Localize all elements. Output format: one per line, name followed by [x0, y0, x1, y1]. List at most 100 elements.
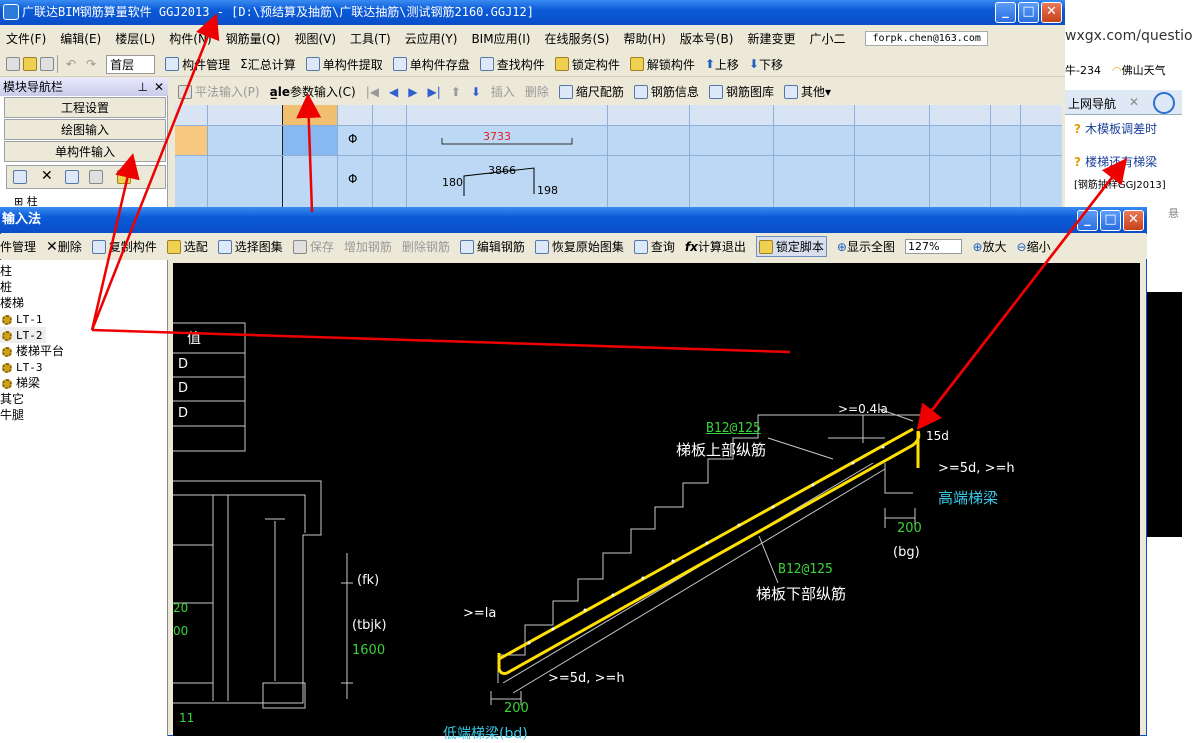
close-button[interactable]: ✕: [1041, 2, 1062, 23]
menu-help[interactable]: 帮助(H): [623, 32, 666, 46]
minimize-button[interactable]: _: [995, 2, 1016, 23]
folder-icon[interactable]: [117, 170, 131, 184]
calc-exit-button[interactable]: fx 计算退出: [684, 239, 746, 255]
tree-node-stairs[interactable]: 楼梯: [0, 296, 25, 310]
tree-node-pile[interactable]: 桩: [0, 280, 13, 294]
nav-single-component-input[interactable]: 单构件输入: [4, 141, 166, 162]
show-all-button[interactable]: ⊕ 显示全图: [836, 239, 895, 255]
summary-calc-button[interactable]: Σ 汇总计算: [240, 57, 296, 72]
undo-icon[interactable]: ↶: [66, 57, 77, 71]
query-button[interactable]: 查询: [633, 238, 675, 255]
question-link-1[interactable]: ? 木模板调差时: [1074, 122, 1158, 136]
browser-tag[interactable]: 牛-234: [1065, 64, 1101, 77]
menu-new-change[interactable]: 新建变更: [747, 32, 796, 46]
menu-bim[interactable]: BIM应用(I): [471, 32, 531, 46]
question-link-2[interactable]: ? 楼梯还有梯梁: [1074, 155, 1158, 169]
value-00[interactable]: 00: [173, 624, 189, 638]
tree-node-column[interactable]: 柱: [0, 264, 13, 278]
new-file-icon[interactable]: [6, 57, 20, 71]
dialog-minimize-button[interactable]: _: [1077, 210, 1098, 231]
last-record-icon[interactable]: ▶|: [427, 84, 441, 99]
delete-icon[interactable]: ✕: [41, 168, 53, 184]
floor-select[interactable]: 首层: [106, 54, 156, 74]
paste-icon[interactable]: [89, 170, 103, 184]
find-component-button[interactable]: 查找构件: [479, 56, 545, 73]
zoom-out-button[interactable]: ⊖ 缩小: [1016, 239, 1051, 255]
tree-node-lt3[interactable]: LT-3: [0, 359, 43, 375]
menu-file[interactable]: 文件(F): [6, 32, 47, 46]
up-icon[interactable]: ⬆: [450, 84, 461, 99]
component-manage-button[interactable]: 构件管理: [165, 56, 230, 73]
select-button[interactable]: 选配: [166, 238, 208, 255]
width-1600-value[interactable]: 1600: [352, 643, 386, 658]
delete-row-button[interactable]: 删除: [524, 85, 549, 99]
next-record-icon[interactable]: ▶: [408, 84, 418, 99]
menu-tools[interactable]: 工具(T): [350, 32, 391, 46]
menu-floor[interactable]: 楼层(L): [115, 32, 156, 46]
dim-200-low[interactable]: 200: [504, 701, 529, 716]
close-icon[interactable]: ✕: [1129, 95, 1140, 109]
scale-rebar-button[interactable]: 缩尺配筋: [558, 83, 624, 100]
menu-edit[interactable]: 编辑(E): [60, 32, 102, 46]
list-icon[interactable]: [13, 170, 27, 184]
value-11[interactable]: 11: [179, 711, 195, 725]
lock-component-button[interactable]: 锁定构件: [554, 56, 620, 73]
menu-component[interactable]: 构件(N): [169, 32, 212, 46]
store-component-button[interactable]: 单构件存盘: [392, 56, 470, 73]
tree-node-other[interactable]: 其它: [0, 392, 25, 406]
table-cell[interactable]: D: [178, 406, 189, 421]
menu-version[interactable]: 版本号(B): [679, 32, 734, 46]
remove-rebar-button[interactable]: 删除钢筋: [401, 240, 450, 254]
browser-url[interactable]: wxgx.com/questio: [1065, 28, 1193, 44]
restore-atlas-button[interactable]: 恢复原始图集: [534, 238, 624, 255]
grid-selected-cell[interactable]: [282, 125, 337, 155]
menu-rebar[interactable]: 钢筋量(Q): [225, 32, 281, 46]
copy-icon[interactable]: [65, 170, 79, 184]
tree-node-platform[interactable]: 楼梯平台: [0, 343, 64, 359]
menu-assistant[interactable]: 广小二: [809, 32, 846, 46]
nav-tree-item-column[interactable]: ⊞ 柱: [14, 195, 38, 208]
dialog-close-button[interactable]: ✕: [1123, 210, 1144, 231]
menu-view[interactable]: 视图(V): [294, 32, 337, 46]
nav-drawing-input[interactable]: 绘图输入: [4, 119, 166, 140]
first-record-icon[interactable]: |◀: [365, 84, 379, 99]
bottom-rebar-spec[interactable]: B12@125: [778, 562, 833, 577]
tab-navigation[interactable]: 上网导航: [1068, 97, 1117, 111]
menu-online[interactable]: 在线服务(S): [544, 32, 610, 46]
value-20[interactable]: 20: [173, 601, 189, 615]
dialog-maximize-button[interactable]: □: [1100, 210, 1121, 231]
table-cell[interactable]: D: [178, 381, 189, 396]
tree-node-corbel[interactable]: 牛腿: [0, 408, 25, 422]
nav-project-settings[interactable]: 工程设置: [4, 97, 166, 118]
save-icon[interactable]: [40, 57, 54, 71]
account-email[interactable]: forpk.chen@163.com: [865, 31, 988, 46]
tree-node-lt2[interactable]: LT-2: [0, 327, 46, 343]
zoom-in-button[interactable]: ⊕ 放大: [972, 239, 1007, 255]
edit-rebar-button[interactable]: 编辑钢筋: [459, 238, 525, 255]
tree-node-lt1[interactable]: LT-1: [0, 311, 43, 327]
tab-icon[interactable]: [1153, 92, 1175, 114]
open-folder-icon[interactable]: [23, 57, 37, 71]
insert-button[interactable]: 插入: [490, 85, 515, 99]
flat-input-tab[interactable]: 平法输入(P): [178, 83, 260, 100]
zoom-select[interactable]: 127%: [904, 239, 963, 254]
down-icon[interactable]: ⬇: [470, 84, 481, 99]
move-up-button[interactable]: ⬆ 上移: [704, 57, 739, 72]
unlock-component-button[interactable]: 解锁构件: [629, 56, 695, 73]
weather-link[interactable]: ◠佛山天气: [1112, 64, 1166, 77]
tree-node-stair-beam[interactable]: 梯梁: [0, 375, 40, 391]
move-down-button[interactable]: ⬇ 下移: [748, 57, 783, 72]
redo-icon[interactable]: ↷: [86, 57, 97, 71]
prev-record-icon[interactable]: ◀: [389, 84, 399, 99]
other-menu-button[interactable]: 其他 ▾: [783, 83, 831, 100]
top-rebar-spec[interactable]: B12@125: [706, 421, 761, 436]
menu-cloud[interactable]: 云应用(Y): [404, 32, 458, 46]
maximize-button[interactable]: □: [1018, 2, 1039, 23]
table-cell[interactable]: D: [178, 357, 189, 372]
lock-script-button[interactable]: 锁定脚本: [755, 236, 827, 257]
param-input-tab[interactable]: a̲le 参数输入(C): [269, 84, 356, 100]
copy-component-button[interactable]: 复制构件: [91, 238, 157, 255]
dim-200-high[interactable]: 200: [897, 521, 922, 536]
manage-button[interactable]: 件管理: [0, 240, 37, 254]
extract-component-button[interactable]: 单构件提取: [305, 56, 383, 73]
